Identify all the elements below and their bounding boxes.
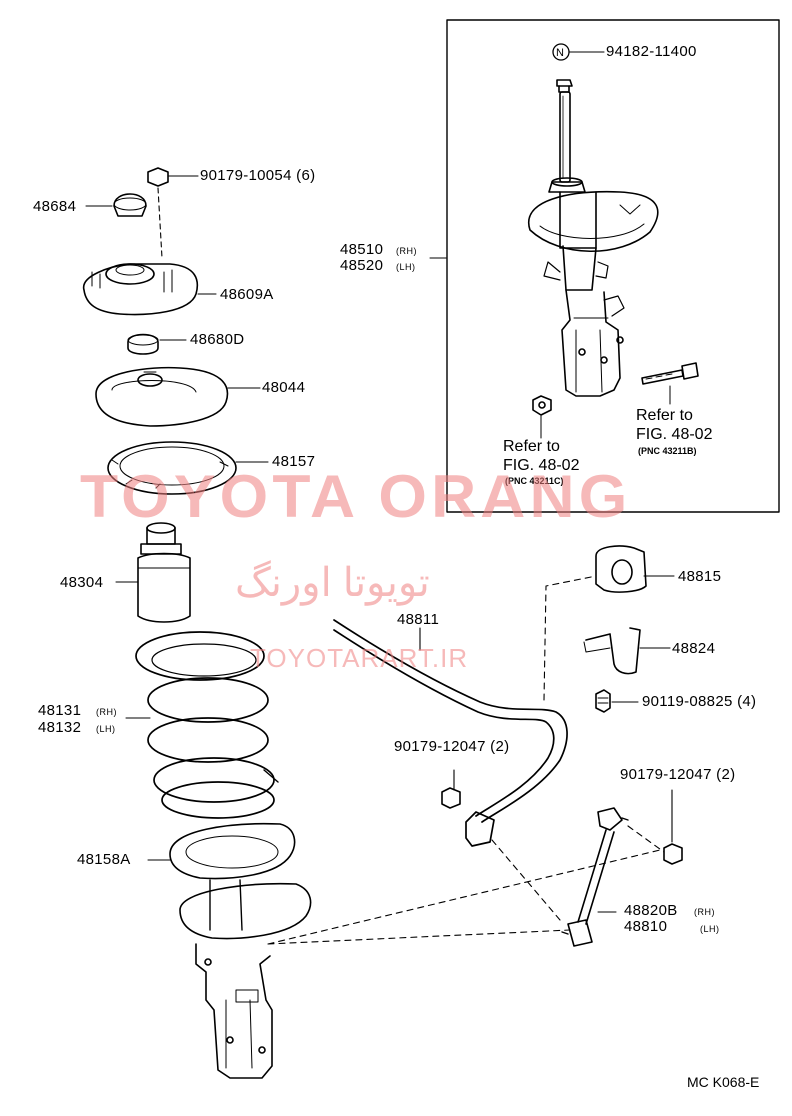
label-48520-lh: (LH) [396,262,416,272]
pnc-ref-b: (PNC 43211B) [638,446,697,456]
label-48044: 48044 [262,379,306,396]
stabilizer-bar-48811 [333,619,568,847]
label-48815: 48815 [678,568,722,585]
watermark-url: TOYOTARART.IR [250,643,469,673]
label-48510-rh: (RH) [396,246,417,256]
label-90119-08825: 90119-08825 (4) [642,693,757,710]
label-48131-rh: (RH) [96,707,117,717]
label-90179-10054: 90179-10054 (6) [200,167,316,184]
strut-spring-seat [527,190,659,253]
watermark-brand: TOYOTA ORANG [80,463,632,530]
stabilizer-link-48820B [561,807,629,947]
label-48158A: 48158A [77,851,131,868]
pnc-ref-c: (PNC 43211C) [505,476,564,486]
shock-absorber-lower [179,879,312,1079]
label-48820B-rh: (RH) [694,907,715,917]
upper-spring-seat-48044 [95,366,261,427]
strut-assembly-frame [446,19,780,513]
label-48304: 48304 [60,574,104,591]
refer-to-c: Refer to [503,438,560,455]
strut-mount-nut [532,395,552,416]
label-48680D: 48680D [190,331,245,348]
strut-top-nut-94182 [556,79,573,93]
label-48132-lh: (LH) [96,724,116,734]
strut-assembly-drawing [527,79,659,397]
bracket-bolt-90119 [595,689,639,713]
diagram-code: MC K068-E [687,1074,760,1090]
suspension-support-48609A [83,263,217,316]
label-48820B: 48820B [624,902,678,919]
lower-spring-insulator-48158A [147,822,296,880]
dust-cap-48684 [85,193,147,217]
coil-spring-48131 [135,631,279,819]
strut-mount-bolt [641,362,699,385]
label-48132: 48132 [38,719,82,736]
label-48520: 48520 [340,257,384,274]
stabilizer-bracket-48824 [583,627,671,675]
fig-ref-c: FIG. 48-02 [503,457,580,474]
label-90179-12047-a: 90179-12047 (2) [394,738,510,755]
spring-insulator-48157 [107,441,269,495]
label-48609A: 48609A [220,286,274,303]
label-48684: 48684 [33,198,77,215]
upper-mount-nut [147,167,199,187]
stabilizer-nut-a [441,769,461,809]
label-48824: 48824 [672,640,716,657]
bound-stopper-48680D [127,333,187,355]
bound-bumper-48304 [115,522,191,623]
label-48810-lh: (LH) [700,924,720,934]
watermark-brand-fa: تویوتا اورنگ [235,561,430,605]
label-48131: 48131 [38,702,82,719]
label-48510: 48510 [340,241,384,258]
label-48157: 48157 [272,453,316,470]
fig-ref-b: FIG. 48-02 [636,426,713,443]
stabilizer-bushing-48815 [595,545,675,593]
refer-to-b: Refer to [636,407,693,424]
label-48810: 48810 [624,918,668,935]
label-48811: 48811 [397,611,440,628]
connector-lines [267,575,665,945]
piston-rod [559,91,571,183]
label-90179-12047-b: 90179-12047 (2) [620,766,736,783]
n-mark: N [556,47,565,59]
label-94182-11400: 94182-11400 [606,43,697,60]
stabilizer-nut-b [663,789,683,865]
